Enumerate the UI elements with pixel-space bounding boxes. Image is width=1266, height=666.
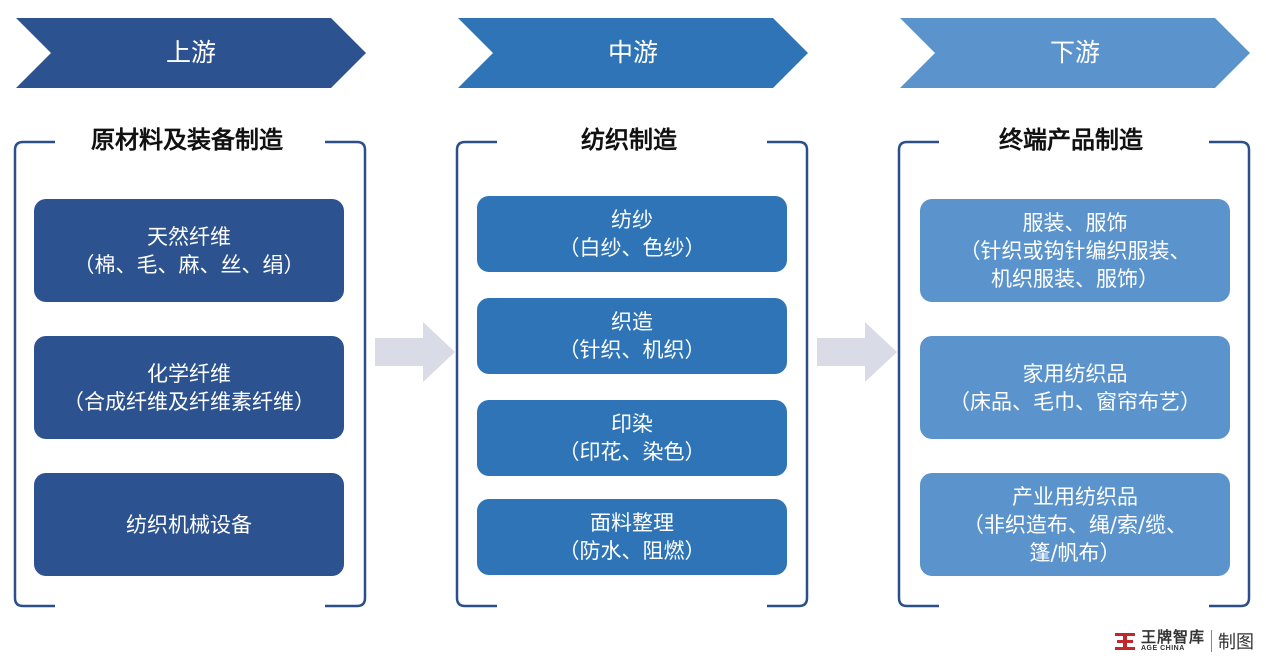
flow-arrow-icon bbox=[817, 322, 897, 382]
downstream-title: 终端产品制造 bbox=[944, 122, 1198, 158]
downstream-header: 下游 bbox=[1049, 38, 1100, 67]
item-line: （床品、毛巾、窗帘布艺） bbox=[949, 389, 1201, 414]
item-line: 服装、服饰 bbox=[1022, 210, 1128, 235]
item-line: 面料整理 bbox=[590, 511, 674, 535]
upstream-title: 原材料及装备制造 bbox=[60, 122, 314, 158]
midstream-item: 纺纱 （白纱、色纱） bbox=[477, 196, 787, 272]
downstream-chevron: 下游 bbox=[900, 18, 1250, 88]
item-line: 织造 bbox=[611, 310, 653, 334]
flow-arrow-icon bbox=[375, 322, 455, 382]
item-line: （非织造布、绳/索/缆、 bbox=[962, 512, 1188, 537]
item-line: 篷/帆布） bbox=[1029, 540, 1121, 565]
midstream-item: 面料整理 （防水、阻燃） bbox=[477, 499, 787, 575]
downstream-item: 服装、服饰 （针织或钩针编织服装、 机织服装、服饰） bbox=[920, 199, 1230, 302]
upstream-bracket bbox=[13, 140, 367, 610]
item-line: （合成纤维及纤维素纤维） bbox=[63, 389, 315, 414]
item-line: （白纱、色纱） bbox=[558, 236, 706, 260]
item-line: （针织、机织） bbox=[558, 338, 706, 362]
item-line: 印染 bbox=[611, 412, 653, 436]
brand: 王牌智库 AGE CHINA bbox=[1141, 630, 1205, 652]
item-line: 家用纺织品 bbox=[1022, 361, 1128, 386]
item-line: 纺织机械设备 bbox=[126, 512, 252, 537]
item-line: （印花、染色） bbox=[558, 440, 706, 464]
midstream-item: 印染 （印花、染色） bbox=[477, 400, 787, 476]
item-line: （针织或钩针编织服装、 bbox=[959, 238, 1191, 263]
footer: 王牌智库 AGE CHINA 制图 bbox=[1114, 628, 1254, 654]
midstream-title: 纺织制造 bbox=[502, 122, 756, 158]
downstream-item: 家用纺织品 （床品、毛巾、窗帘布艺） bbox=[920, 336, 1230, 439]
midstream-header: 中游 bbox=[607, 38, 658, 67]
upstream-header: 上游 bbox=[165, 38, 216, 67]
footer-suffix: 制图 bbox=[1218, 632, 1254, 652]
item-line: 纺纱 bbox=[611, 208, 653, 232]
downstream-bracket bbox=[897, 140, 1251, 610]
midstream-bracket bbox=[455, 140, 809, 610]
item-line: （棉、毛、麻、丝、绢） bbox=[73, 252, 305, 277]
upstream-item: 纺织机械设备 bbox=[34, 473, 344, 576]
midstream-chevron: 中游 bbox=[458, 18, 808, 88]
brand-name: 王牌智库 bbox=[1140, 629, 1205, 646]
item-line: 化学纤维 bbox=[147, 361, 231, 386]
item-line: 天然纤维 bbox=[147, 224, 231, 249]
item-line: 机织服装、服饰） bbox=[991, 266, 1159, 291]
brand-logo-icon bbox=[1114, 633, 1135, 650]
upstream-chevron: 上游 bbox=[16, 18, 366, 88]
midstream-item: 织造 （针织、机织） bbox=[477, 298, 787, 374]
item-line: 产业用纺织品 bbox=[1012, 484, 1138, 509]
downstream-item: 产业用纺织品 （非织造布、绳/索/缆、 篷/帆布） bbox=[920, 473, 1230, 576]
item-line: （防水、阻燃） bbox=[558, 539, 706, 563]
brand-name-en: AGE CHINA bbox=[1140, 645, 1185, 652]
upstream-item: 天然纤维 （棉、毛、麻、丝、绢） bbox=[34, 199, 344, 302]
footer-divider bbox=[1211, 630, 1212, 652]
upstream-item: 化学纤维 （合成纤维及纤维素纤维） bbox=[34, 336, 344, 439]
